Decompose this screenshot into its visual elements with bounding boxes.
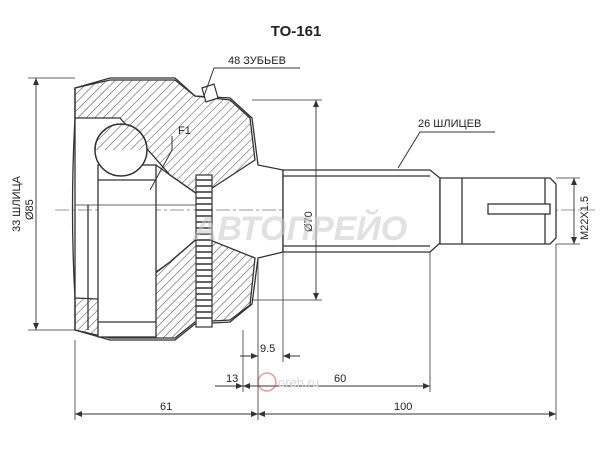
oreh-logo-icon (257, 372, 277, 392)
part-number-title: TO-161 (271, 23, 322, 40)
f1-callout: F1 (149, 125, 191, 191)
oreh-logo: oreh.ru (257, 372, 319, 392)
dim-100-label: 100 (394, 401, 412, 413)
oreh-logo-text: oreh.ru (278, 375, 319, 390)
dim-outer-diameter: 33 ШЛИЦА Ø85 (11, 77, 75, 331)
dim-61-label: 61 (160, 401, 172, 413)
stem-diameter-label: Ø70 (303, 211, 315, 232)
brand-watermark: АВТОПРЕЙО (192, 209, 407, 248)
teeth-label: 48 ЗУБЬЕВ (228, 55, 286, 67)
outer-diameter-label: Ø85 (24, 199, 36, 220)
dim-9-5: 9.5 (240, 343, 300, 359)
splines-outer-callout: 26 ШЛИЦЕВ (397, 118, 495, 169)
f1-label: F1 (178, 125, 191, 137)
dim-13-label: 13 (226, 373, 238, 385)
dim-61-100: 61 100 (75, 401, 556, 417)
dim-60-label: 60 (334, 373, 346, 385)
dim-13-60: 13 60 (215, 373, 430, 389)
bell-housing (71, 77, 284, 341)
shaft (282, 169, 557, 253)
abs-ring (195, 83, 219, 328)
thread-label: M22X1.5 (579, 196, 591, 240)
teeth-callout: 48 ЗУБЬЕВ (203, 55, 300, 97)
inner-splines-label: 33 ШЛИЦА (11, 175, 23, 232)
dim-thread: M22X1.5 (556, 177, 591, 245)
splines-outer-label: 26 ШЛИЦЕВ (418, 118, 481, 130)
dim-9-5-label: 9.5 (260, 343, 275, 355)
dim-stem-diameter: Ø70 (252, 99, 322, 301)
